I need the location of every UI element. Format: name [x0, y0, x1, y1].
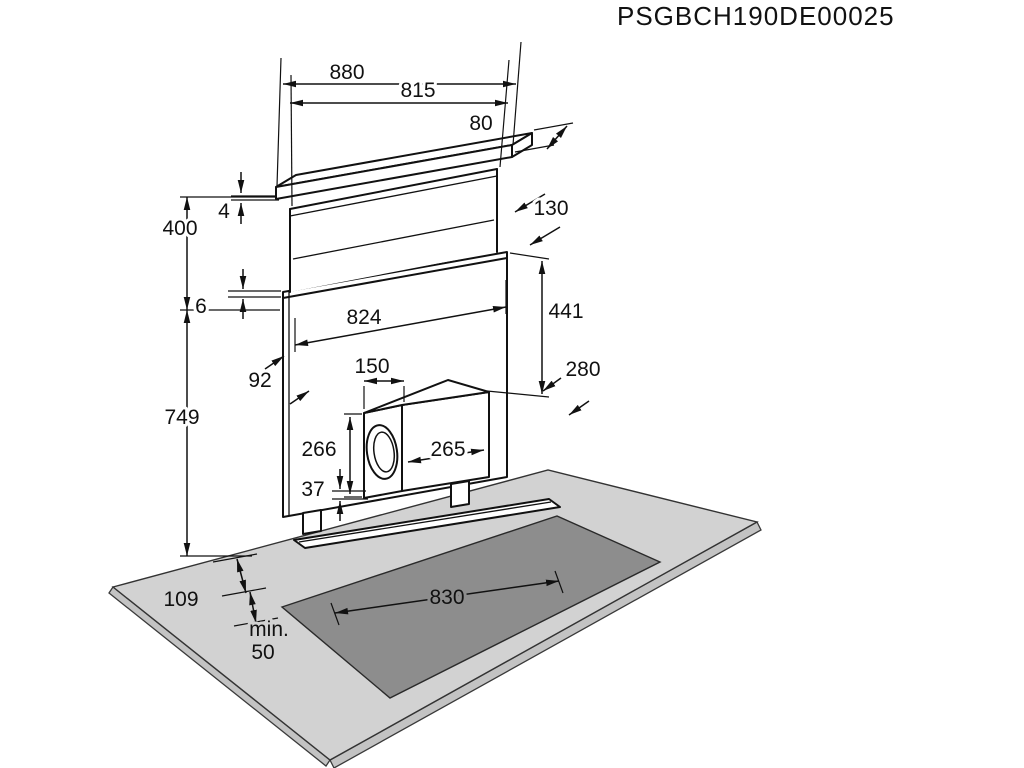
- dim-label-280: 280: [565, 358, 600, 381]
- dim-label-92: 92: [248, 369, 271, 392]
- screen-glass-inner-edge: [289, 175, 498, 217]
- dim-label-815: 815: [400, 79, 435, 102]
- extension-line: [509, 252, 550, 260]
- screen-glass-top-edge: [289, 168, 498, 210]
- dim-line-min50: [249, 591, 257, 624]
- dim-label-824: 824: [346, 306, 381, 329]
- arrow-130-a: [529, 226, 561, 246]
- arrow-92-a: [264, 355, 285, 370]
- product-code: PSGBCH190DE00025: [617, 1, 895, 31]
- dim-line-830: [334, 579, 560, 615]
- dim-label-6: 6: [195, 295, 207, 318]
- dim-label-880: 880: [329, 61, 364, 84]
- duct-outlet-inner-ellipse: [372, 431, 396, 473]
- dim-line-824: [294, 306, 507, 346]
- dim-label-830: 830: [429, 586, 464, 609]
- dim-label-150: 150: [354, 355, 389, 378]
- dim-label-130: 130: [533, 197, 568, 220]
- dim-label-min: min.: [249, 618, 289, 641]
- arrow-280-b: [568, 400, 590, 416]
- dim-label-109: 109: [163, 588, 198, 611]
- foot-left: [302, 509, 322, 535]
- dim-line-265: [407, 448, 485, 464]
- dim-line-109: [236, 558, 247, 594]
- extension-line: [486, 390, 550, 398]
- foot-right: [450, 480, 470, 508]
- dim-label-749: 749: [164, 406, 199, 429]
- extension-line: [554, 570, 564, 594]
- dim-label-265: 265: [430, 438, 465, 461]
- screen-frame-line: [292, 219, 495, 260]
- extension-line: [499, 59, 510, 168]
- dim-label-50: 50: [251, 641, 274, 664]
- arrow-130-b: [514, 193, 546, 213]
- body-top-rim-line: [282, 257, 508, 299]
- arrow-92-b: [289, 390, 310, 405]
- dimension-labels: 880 815 80 4 400 130 6 824 441 92 150 28…: [159, 58, 603, 667]
- extension-line: [212, 553, 258, 563]
- blower-box: [363, 379, 490, 499]
- dim-label-400: 400: [162, 217, 197, 240]
- extension-line: [276, 57, 282, 187]
- worktop-slot: [293, 498, 561, 549]
- hood: [275, 132, 533, 535]
- extension-line: [512, 41, 522, 146]
- dim-label-441: 441: [548, 300, 583, 323]
- dim-line-80: [546, 125, 568, 150]
- dim-label-80: 80: [469, 112, 492, 135]
- extension-line: [290, 74, 293, 207]
- blower-box-top-face: [363, 379, 490, 414]
- arrow-280-a: [542, 377, 562, 392]
- dim-label-4: 4: [218, 200, 230, 223]
- dim-label-266: 266: [301, 438, 336, 461]
- worktop: [108, 469, 762, 768]
- slot-inner-line: [298, 501, 552, 543]
- top-bar-front-face: [275, 144, 513, 200]
- dim-label-37: 37: [301, 478, 324, 501]
- dimension-lines: [183, 80, 590, 624]
